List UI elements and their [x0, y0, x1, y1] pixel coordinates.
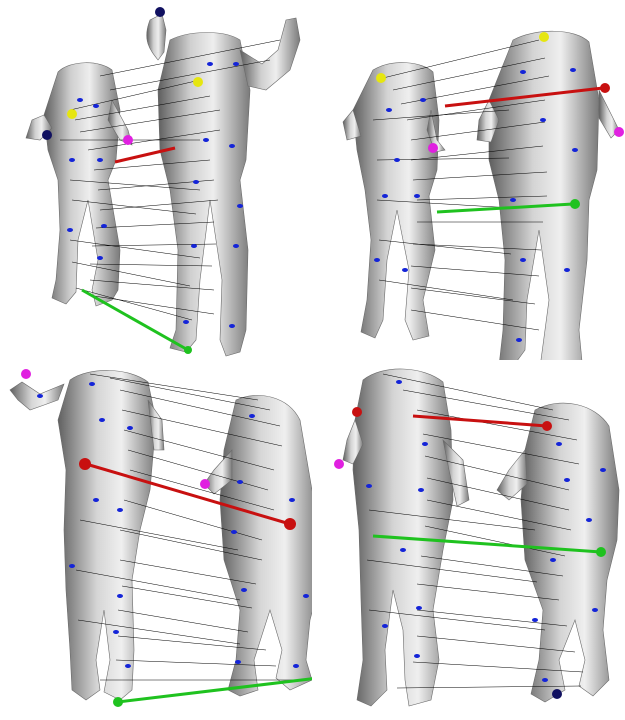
yellow-marker: [539, 32, 549, 42]
navy-marker: [42, 130, 52, 140]
panel-top-left: [0, 0, 312, 360]
magenta-marker: [428, 143, 438, 153]
green-marker: [184, 346, 192, 354]
navy-marker: [552, 689, 562, 699]
panel-top-right-canvas: [313, 0, 625, 360]
green-marker: [570, 199, 580, 209]
magenta-marker: [334, 459, 344, 469]
red-marker: [600, 83, 610, 93]
green-marker: [596, 547, 606, 557]
panel-bottom-right: [313, 360, 625, 720]
green-correspondence: [82, 290, 188, 350]
body-mesh-right: [147, 14, 300, 356]
yellow-marker: [376, 73, 386, 83]
green-correspondence: [118, 678, 312, 702]
red-marker: [79, 458, 91, 470]
panel-bottom-left-canvas: [0, 360, 312, 720]
green-marker: [113, 697, 123, 707]
magenta-marker: [200, 479, 210, 489]
yellow-marker: [67, 109, 77, 119]
panel-top-left-canvas: [0, 0, 312, 360]
magenta-marker: [123, 135, 133, 145]
navy-marker: [155, 7, 165, 17]
red-marker: [542, 421, 552, 431]
red-marker: [352, 407, 362, 417]
panel-bottom-right-canvas: [313, 360, 625, 720]
magenta-marker: [21, 369, 31, 379]
panel-bottom-left: [0, 360, 312, 720]
panel-top-right: [313, 0, 625, 360]
body-mesh-left: [10, 370, 164, 700]
body-mesh-right: [477, 31, 619, 360]
yellow-marker: [193, 77, 203, 87]
red-marker: [284, 518, 296, 530]
magenta-marker: [614, 127, 624, 137]
body-mesh-left: [343, 63, 445, 340]
